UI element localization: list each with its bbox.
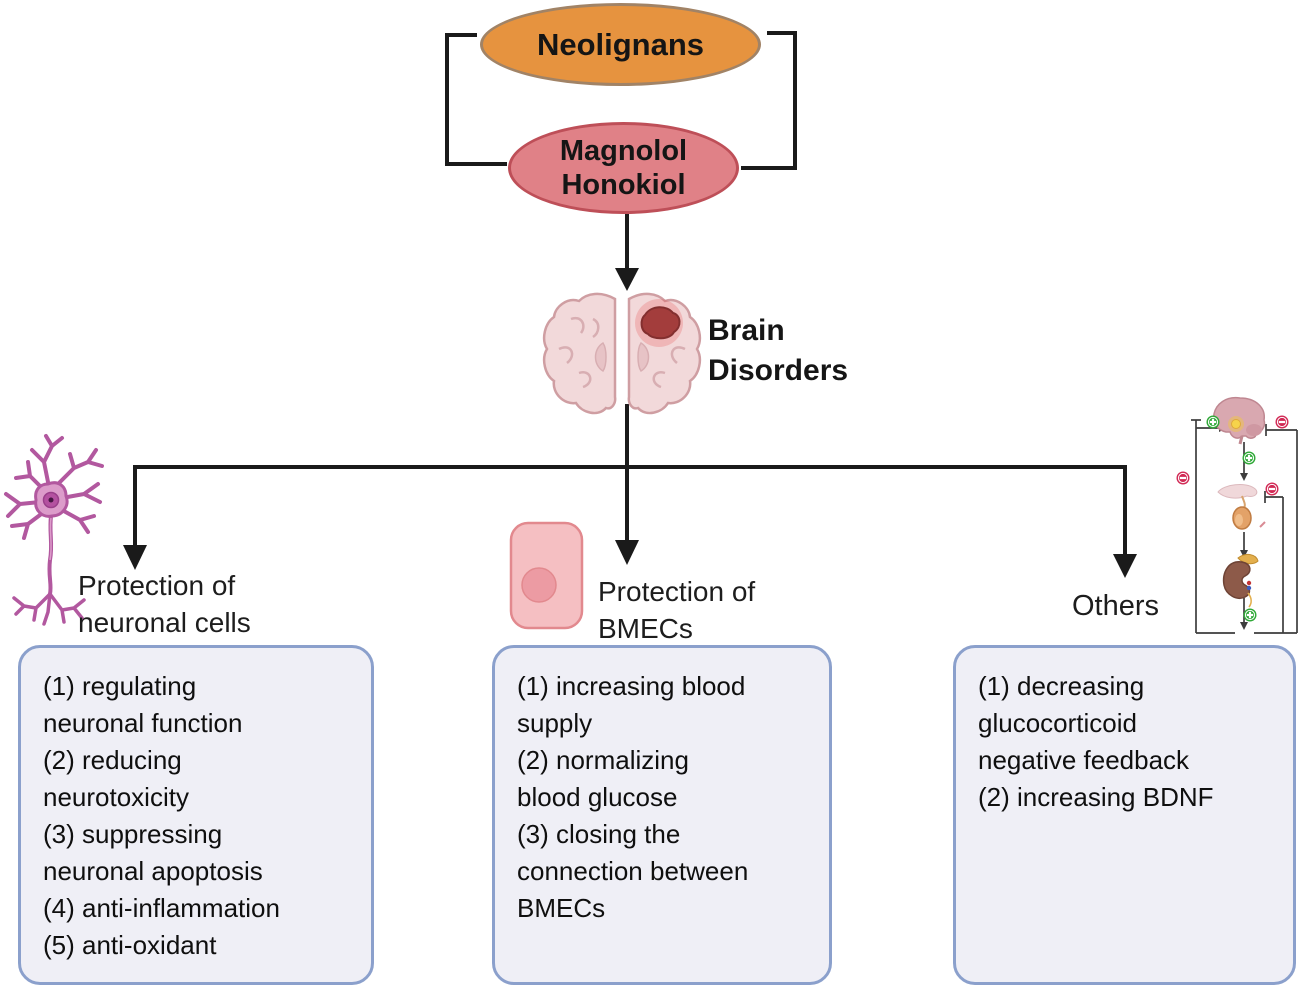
minus-icon [1176, 471, 1190, 485]
box-line: (3) closing the [517, 819, 681, 849]
cell-nucleus-icon [521, 567, 557, 603]
plus-icon [1206, 415, 1220, 429]
minus-icon [1275, 415, 1289, 429]
neuron-icon [0, 432, 110, 651]
box-line: connection between [517, 856, 749, 886]
arrowhead-others [1113, 554, 1137, 578]
honokiol-label: Honokiol [561, 169, 686, 201]
box-line: neuronal apoptosis [43, 856, 263, 886]
hpa-left-feedback-line [1195, 420, 1235, 634]
bracket-right [741, 31, 797, 170]
box-line: (3) suppressing [43, 819, 223, 849]
plus-icon [1242, 451, 1256, 465]
hpa-pituitary-icon [1217, 484, 1266, 530]
node-magnolol-honokiol: Magnolol Honokiol [508, 122, 739, 214]
box-line: BMECs [517, 893, 606, 923]
label-others: Others [1072, 590, 1160, 622]
arrowhead-brain [615, 268, 639, 291]
box-line: (2) reducing [43, 745, 182, 775]
box-others: (1) decreasing glucocorticoid negative f… [953, 645, 1296, 985]
plus-icon [1243, 608, 1257, 622]
brain-coronal-icon [541, 291, 707, 426]
neolignans-label: Neolignans [536, 26, 705, 62]
box-line: negative feedback [978, 745, 1190, 775]
box-line: (5) anti-oxidant [43, 930, 217, 960]
hpa-inner-feedback-line [1264, 491, 1283, 503]
box-line: (2) increasing BDNF [978, 782, 1214, 812]
brain-disorders-label: Brain Disorders [708, 314, 849, 387]
bracket-left [445, 33, 507, 166]
arrowhead-bmec [615, 540, 639, 565]
arrowhead-neuronal [123, 545, 147, 570]
box-line: supply [517, 708, 593, 738]
lesion-icon [640, 306, 681, 340]
minus-icon [1265, 482, 1279, 496]
box-line: neurotoxicity [43, 782, 189, 812]
box-line: (2) normalizing [517, 745, 689, 775]
box-line: (1) decreasing [978, 671, 1145, 701]
box-line: neuronal function [43, 708, 243, 738]
magnolol-label: Magnolol [559, 135, 688, 167]
box-line: glucocorticoid [978, 708, 1137, 738]
box-protection-bmecs: (1) increasing blood supply (2) normaliz… [492, 645, 832, 985]
label-protection-neuronal: Protection of neuronal cells [78, 570, 251, 638]
box-line: blood glucose [517, 782, 678, 812]
hpa-outer-feedback-line [1265, 424, 1297, 436]
node-neolignans: Neolignans [480, 3, 761, 86]
box-line: (1) regulating [43, 671, 197, 701]
hpa-axis-icon [1174, 392, 1300, 655]
hpa-kidney-icon [1222, 553, 1259, 608]
box-line: (1) increasing blood [517, 671, 746, 701]
bmec-cell-icon [508, 520, 586, 637]
hpa-brain-icon [1212, 396, 1266, 445]
box-line: (4) anti-inflammation [43, 893, 280, 923]
box-protection-neuronal: (1) regulating neuronal function (2) red… [18, 645, 374, 985]
label-protection-bmecs: Protection of BMECs [598, 576, 756, 644]
